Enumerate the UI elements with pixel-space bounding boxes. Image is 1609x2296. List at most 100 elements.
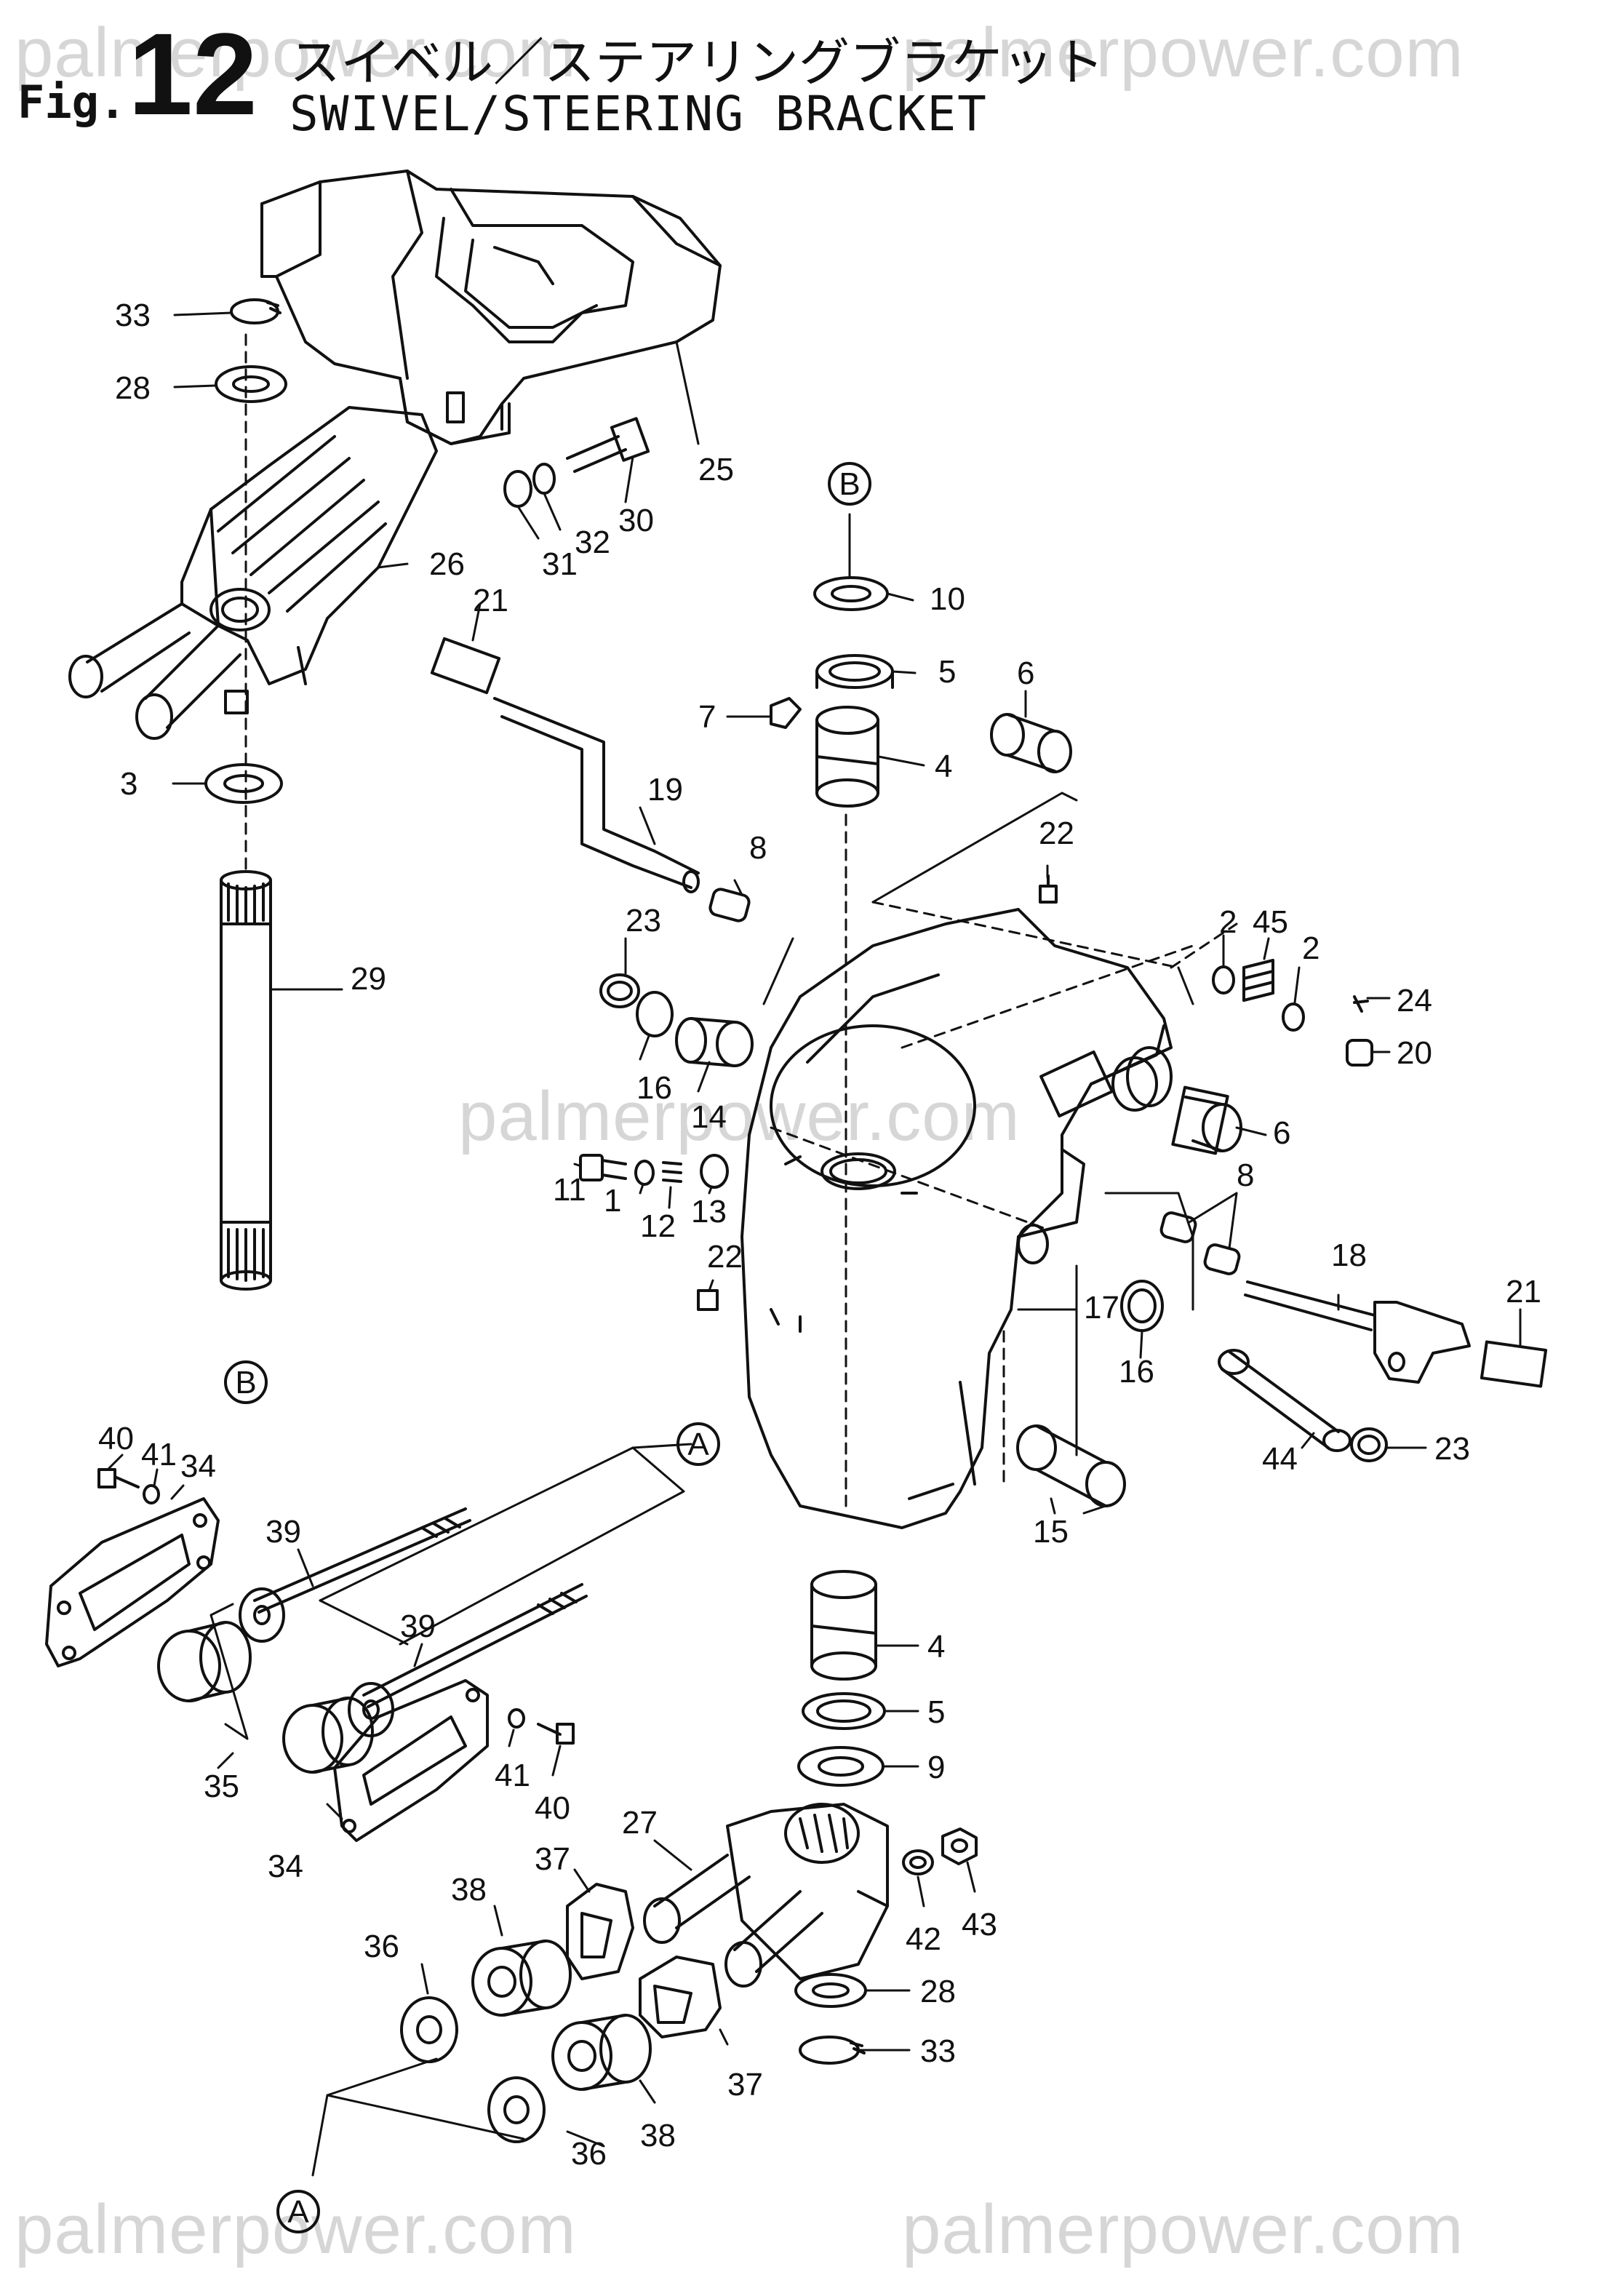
callout-c22b: 22 <box>707 1239 743 1275</box>
part-23-circlip-lower <box>1350 1427 1388 1462</box>
part-29-shaft <box>220 870 272 1291</box>
callout-c24: 24 <box>1397 983 1432 1019</box>
callout-c30: 30 <box>618 503 654 538</box>
callout-c6b: 6 <box>1273 1115 1290 1151</box>
callout-c23a: 23 <box>626 903 661 938</box>
callout-c14: 14 <box>691 1099 727 1135</box>
callout-c27: 27 <box>622 1805 658 1841</box>
part-36-ring-upper <box>400 1996 458 2063</box>
part-40-bolt-lower <box>537 1723 575 1745</box>
callout-c31: 31 <box>542 546 578 582</box>
part-5-seal-lower <box>802 1692 886 1730</box>
callout-c39a: 39 <box>265 1514 301 1550</box>
part-35-mount-lower <box>282 1697 374 1774</box>
callout-c40b: 40 <box>535 1790 570 1826</box>
callout-c25: 25 <box>698 452 734 487</box>
part-42-washer <box>902 1849 934 1876</box>
callout-c16b: 16 <box>1119 1354 1154 1390</box>
callout-c5b: 5 <box>927 1694 945 1730</box>
part-16-ring-lower <box>1120 1280 1164 1332</box>
callout-c45: 45 <box>1253 904 1288 940</box>
assembly-guide-lines <box>244 333 1238 1515</box>
part-2-washer-a <box>1212 965 1235 994</box>
callout-c37b: 37 <box>727 2067 763 2102</box>
part-3-washer <box>204 763 283 804</box>
part-7-clip <box>770 697 802 729</box>
callout-c37a: 37 <box>535 1841 570 1877</box>
callout-c39b: 39 <box>400 1609 436 1644</box>
callout-c40a: 40 <box>98 1421 134 1456</box>
callout-c36b: 36 <box>571 2136 607 2172</box>
part-37-rubber-lower <box>639 1956 722 2038</box>
callout-c36a: 36 <box>364 1929 399 1964</box>
title-japanese: スイベル／ステアリングブラケット <box>290 33 1104 92</box>
part-14-bushing <box>675 1017 754 1067</box>
callout-c15: 15 <box>1033 1514 1069 1550</box>
part-6-bushing-lower <box>1111 1056 1242 1155</box>
callout-c8a: 8 <box>749 830 767 866</box>
part-21-grip-upper <box>430 637 501 695</box>
callout-c32: 32 <box>575 525 610 560</box>
callout-c43: 43 <box>962 1907 997 1942</box>
group-lines-A <box>209 1443 692 2177</box>
callout-c44: 44 <box>1262 1441 1298 1477</box>
part-22-nipple-upper <box>1039 874 1058 904</box>
callout-c4a: 4 <box>935 749 952 784</box>
part-40-bolt-upper <box>97 1468 140 1488</box>
part-33-circlip-top <box>230 298 282 324</box>
part-31-washer <box>503 470 532 508</box>
circle-marker-a-bottom <box>276 2190 320 2233</box>
watermark-center: palmerpower.com <box>458 1077 1021 1155</box>
part-38-cushion-upper <box>471 1940 572 2017</box>
assembly-bracket-lines <box>762 792 1194 1456</box>
callout-c23b: 23 <box>1434 1431 1470 1467</box>
part-34-plate-upper <box>45 1497 220 1667</box>
part-23-circlip-upper <box>599 973 640 1008</box>
part-13-bush <box>700 1154 729 1189</box>
part-41-washer-lower <box>508 1708 525 1729</box>
part-19-lever <box>493 697 700 893</box>
callout-cAbot: A <box>287 2194 309 2230</box>
part-17-swivel-bracket <box>740 908 1173 1529</box>
callout-c34a: 34 <box>180 1448 216 1484</box>
part-4-bushing-lower <box>810 1570 877 1681</box>
part-41-washer-upper <box>143 1484 160 1504</box>
part-4-bushing-upper <box>815 706 879 808</box>
callout-c2a: 2 <box>1219 904 1237 940</box>
callout-c21b: 21 <box>1506 1274 1541 1310</box>
part-45-spring <box>1242 959 1274 1002</box>
part-43-nut <box>941 1827 978 1865</box>
part-33-circlip-bottom <box>799 2036 866 2065</box>
part-30-bolt <box>566 417 650 473</box>
callout-c26: 26 <box>429 546 465 582</box>
part-37-rubber-upper <box>566 1883 634 1980</box>
callout-c4b: 4 <box>927 1629 945 1665</box>
callout-c35: 35 <box>204 1769 239 1804</box>
part-25-bracket <box>260 170 722 445</box>
part-28-washer-top <box>215 365 287 403</box>
callout-c41b: 41 <box>495 1758 530 1793</box>
callout-c29: 29 <box>351 961 386 997</box>
callout-c22a: 22 <box>1039 816 1074 851</box>
callout-cBbot: B <box>235 1365 256 1400</box>
callout-c9: 9 <box>927 1750 945 1785</box>
part-8-bush-lower <box>1159 1211 1241 1275</box>
callout-c13: 13 <box>691 1194 727 1229</box>
callout-c41a: 41 <box>141 1437 177 1472</box>
callout-cBtop: B <box>839 466 860 502</box>
callout-c1: 1 <box>604 1183 621 1219</box>
callout-c10: 10 <box>930 581 965 617</box>
callout-c18: 18 <box>1331 1237 1367 1273</box>
part-35-mount-upper <box>157 1621 252 1702</box>
title-english: SWIVEL/STEERING BRACKET <box>290 86 988 142</box>
callout-cAtop: A <box>687 1427 709 1462</box>
part-1-washer <box>634 1160 655 1186</box>
part-32-washer <box>532 463 556 495</box>
part-21-grip-lower <box>1480 1340 1548 1388</box>
callout-c33a: 33 <box>115 298 151 333</box>
part-22-nipple-lower <box>697 1289 719 1311</box>
callout-c20: 20 <box>1397 1035 1432 1071</box>
part-15-bushing <box>1016 1424 1126 1507</box>
